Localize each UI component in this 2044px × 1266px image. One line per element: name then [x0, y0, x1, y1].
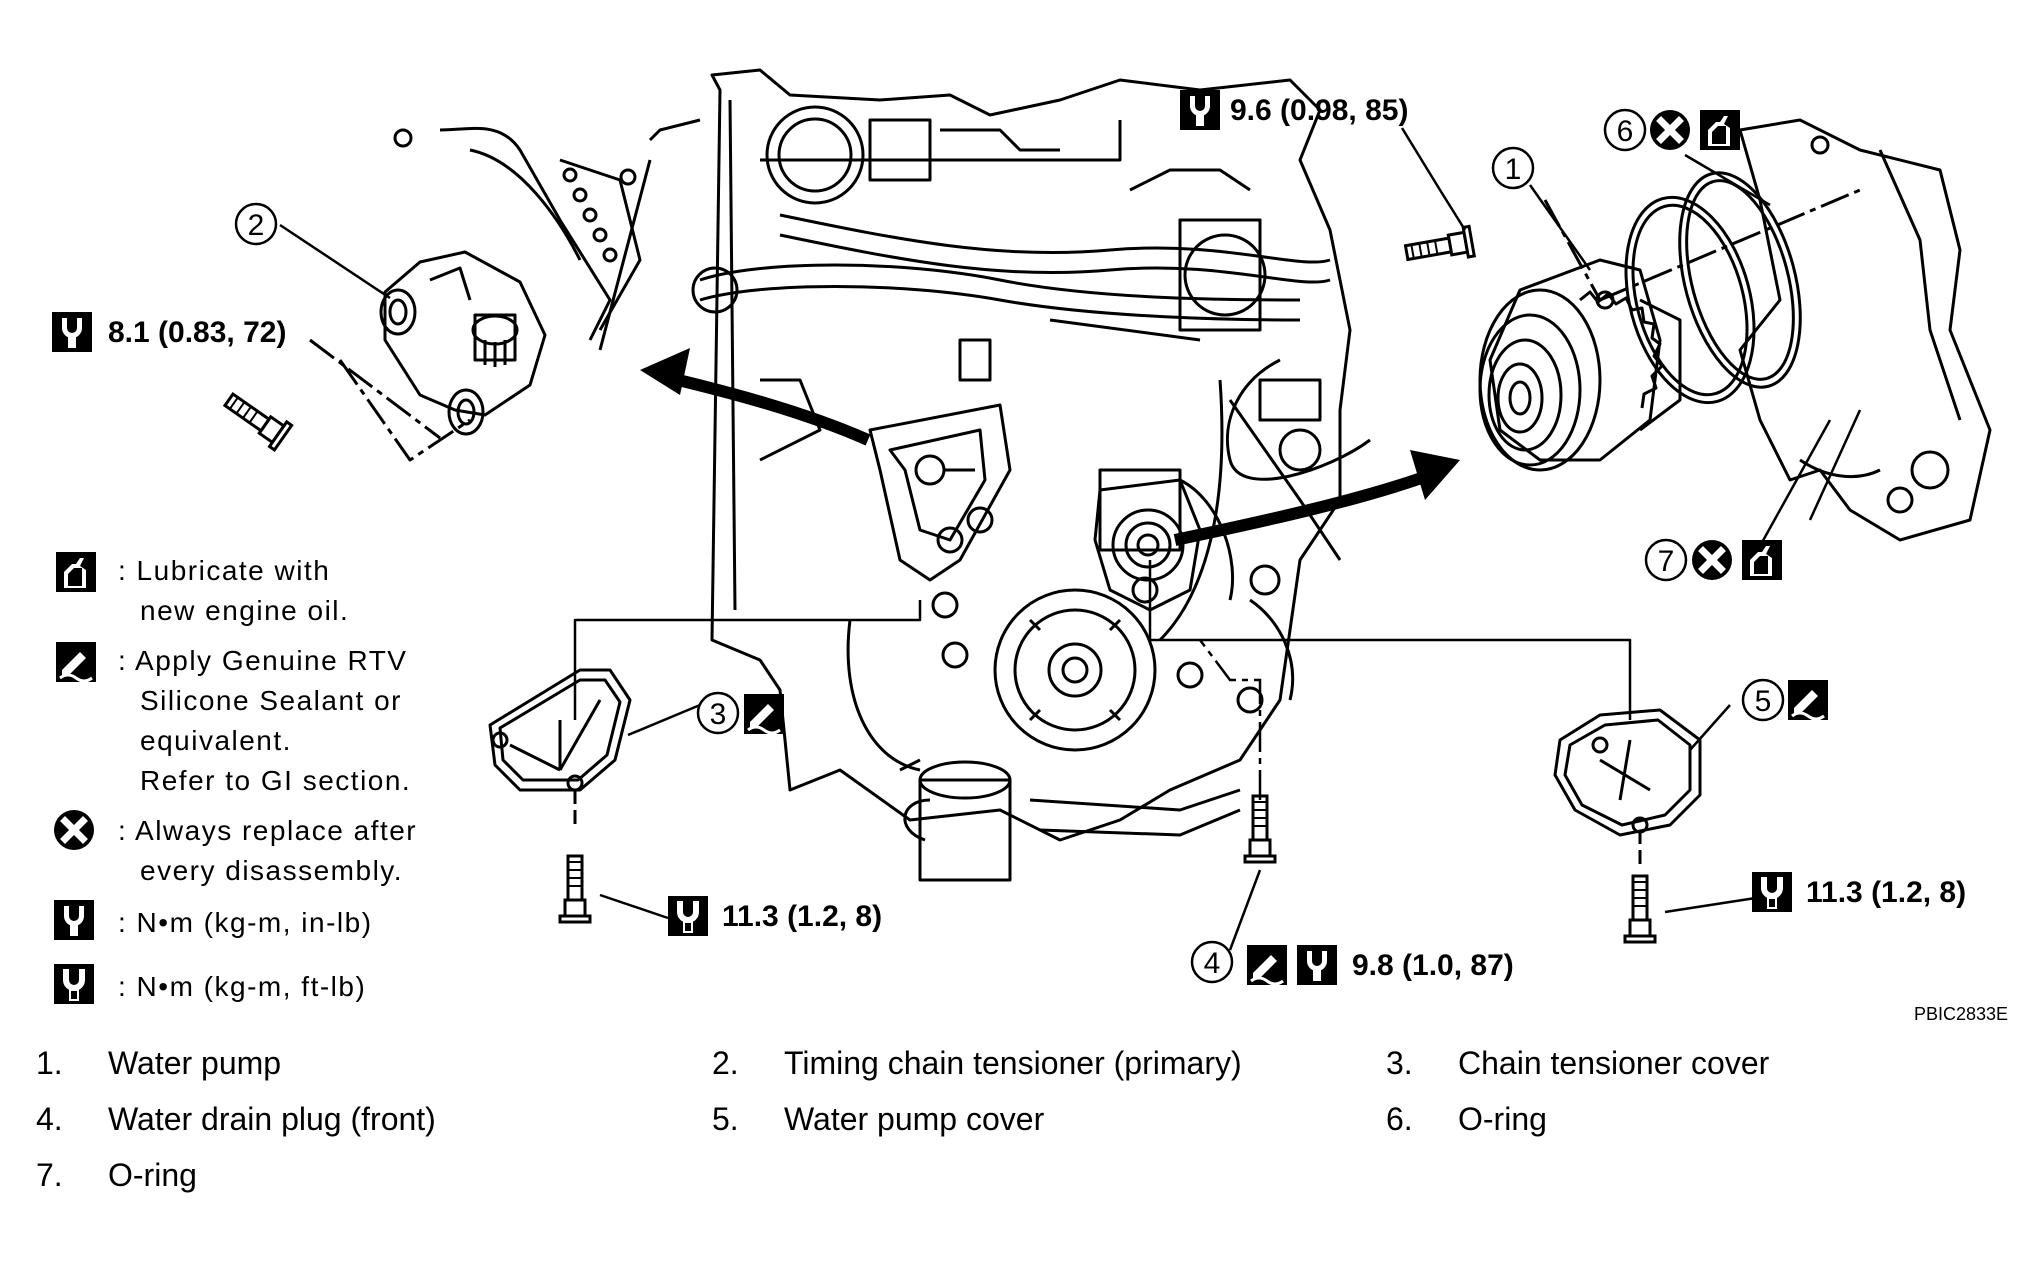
svg-text:5.: 5.	[712, 1101, 739, 1137]
callout-6: 6	[1603, 110, 1740, 150]
engine-block-illustration	[691, 68, 1371, 882]
chain-tensioner-cover-illustration	[488, 600, 922, 830]
svg-text:Silicone Sealant or: Silicone Sealant or	[140, 685, 402, 716]
torque-spec-11.3-right: 11.3 (1.2, 8)	[1752, 872, 1966, 912]
svg-text:Water pump cover: Water pump cover	[784, 1101, 1045, 1137]
sealant-icon	[1786, 678, 1830, 722]
torque-in-lb-icon	[54, 900, 94, 940]
svg-text:11.3 (1.2, 8): 11.3 (1.2, 8)	[1806, 876, 1966, 909]
torque-spec-11.3-left: 11.3 (1.2, 8)	[668, 896, 882, 936]
replace-x-icon	[54, 810, 94, 850]
svg-text:3.: 3.	[1386, 1045, 1413, 1081]
list-item: 7. O-ring	[36, 1157, 197, 1193]
figure-reference: PBIC2833E	[1914, 1004, 2008, 1024]
list-item: 2. Timing chain tensioner (primary)	[712, 1045, 1242, 1081]
drain-plug-bolt	[1243, 794, 1277, 864]
svg-text:4.: 4.	[36, 1101, 63, 1137]
legend-sealant: : Apply Genuine RTV Silicone Sealant or …	[54, 640, 411, 796]
torque-ft-lb-icon	[54, 964, 94, 1004]
svg-text:Chain tensioner cover: Chain tensioner cover	[1458, 1045, 1770, 1081]
svg-text:every disassembly.: every disassembly.	[140, 855, 403, 886]
torque-spec-8.1: 8.1 (0.83, 72)	[52, 312, 286, 352]
sealant-icon	[742, 692, 786, 736]
svg-text:4: 4	[1204, 947, 1221, 980]
svg-text:7.: 7.	[36, 1157, 63, 1193]
legend-replace: : Always replace after every disassembly…	[54, 810, 417, 886]
svg-text:3: 3	[710, 698, 727, 731]
legend-torque-in-lb: : N•m (kg-m, in-lb)	[54, 900, 373, 940]
replace-x-icon	[1650, 110, 1690, 150]
list-item: 4. Water drain plug (front)	[36, 1101, 436, 1137]
sealant-icon	[1245, 943, 1289, 987]
tensioner-illustration	[309, 118, 701, 462]
svg-text:2.: 2.	[712, 1045, 739, 1081]
callout-3: 3	[696, 691, 786, 736]
legend-torque-ft-lb: : N•m (kg-m, ft-lb)	[54, 964, 366, 1004]
svg-text:7: 7	[1658, 545, 1675, 578]
tensioner-bolt	[218, 385, 294, 452]
torque-in-lb-icon	[52, 312, 92, 352]
svg-text:: Lubricate with: : Lubricate with	[118, 555, 330, 586]
svg-text:: Apply Genuine RTV: : Apply Genuine RTV	[118, 645, 407, 676]
list-item: 6. O-ring	[1386, 1101, 1547, 1137]
svg-text:8.1 (0.83, 72): 8.1 (0.83, 72)	[108, 316, 286, 349]
svg-text:11.3 (1.2, 8): 11.3 (1.2, 8)	[722, 900, 882, 933]
legend-lubricate: : Lubricate with new engine oil.	[56, 552, 349, 626]
svg-text:Water drain plug (front): Water drain plug (front)	[108, 1101, 436, 1137]
svg-text:9.8 (1.0, 87): 9.8 (1.0, 87)	[1352, 949, 1514, 982]
svg-text:Timing chain tensioner (primar: Timing chain tensioner (primary)	[784, 1045, 1242, 1081]
svg-text:O-ring: O-ring	[108, 1157, 197, 1193]
torque-ft-lb-icon	[668, 896, 708, 936]
svg-text:6.: 6.	[1386, 1101, 1413, 1137]
svg-text:2: 2	[248, 209, 265, 242]
callout-2: 2	[234, 202, 278, 246]
callout-1: 1	[1491, 146, 1535, 190]
torque-in-lb-icon	[1180, 90, 1220, 130]
callout-7: 7	[1644, 540, 1782, 580]
svg-text:new engine oil.: new engine oil.	[140, 595, 349, 626]
svg-text:6: 6	[1617, 115, 1634, 148]
svg-text:: Always replace after: : Always replace after	[118, 815, 417, 846]
oil-can-icon	[56, 552, 96, 592]
callout-5: 5	[1741, 678, 1830, 722]
legend: : Lubricate with new engine oil. : Apply…	[54, 552, 417, 1004]
list-item: 5. Water pump cover	[712, 1101, 1045, 1137]
oil-can-icon	[1700, 110, 1740, 150]
svg-text:: N•m (kg-m, ft-lb): : N•m (kg-m, ft-lb)	[118, 971, 366, 1002]
svg-text:Water pump: Water pump	[108, 1045, 281, 1081]
replace-x-icon	[1692, 540, 1732, 580]
svg-text:equivalent.: equivalent.	[140, 725, 292, 756]
sealant-icon	[54, 640, 98, 684]
water-pump-cover-illustration	[1148, 560, 1702, 870]
chain-cover-bolt	[558, 854, 592, 924]
torque-spec-9.6: 9.6 (0.98, 85)	[1180, 90, 1408, 130]
list-item: 3. Chain tensioner cover	[1386, 1045, 1770, 1081]
svg-text:1: 1	[1505, 153, 1522, 186]
list-item: 1. Water pump	[36, 1045, 281, 1081]
svg-text:1.: 1.	[36, 1045, 63, 1081]
torque-in-lb-icon	[1297, 945, 1337, 985]
callout-4: 4	[1190, 940, 1234, 984]
parts-list: 1. Water pump 2. Timing chain tensioner …	[36, 1045, 1770, 1193]
water-pump-illustration	[1478, 118, 1992, 542]
pump-cover-bolt	[1623, 874, 1657, 944]
torque-ft-lb-icon	[1752, 872, 1792, 912]
torque-spec-9.8: 9.8 (1.0, 87)	[1245, 943, 1514, 987]
svg-text:: N•m (kg-m, in-lb): : N•m (kg-m, in-lb)	[118, 907, 373, 938]
svg-text:Refer to GI section.: Refer to GI section.	[140, 765, 411, 796]
water-pump-bolt	[1402, 224, 1476, 269]
svg-text:9.6 (0.98, 85): 9.6 (0.98, 85)	[1230, 94, 1408, 127]
oil-can-icon	[1742, 540, 1782, 580]
svg-text:O-ring: O-ring	[1458, 1101, 1547, 1137]
svg-text:5: 5	[1755, 685, 1772, 718]
